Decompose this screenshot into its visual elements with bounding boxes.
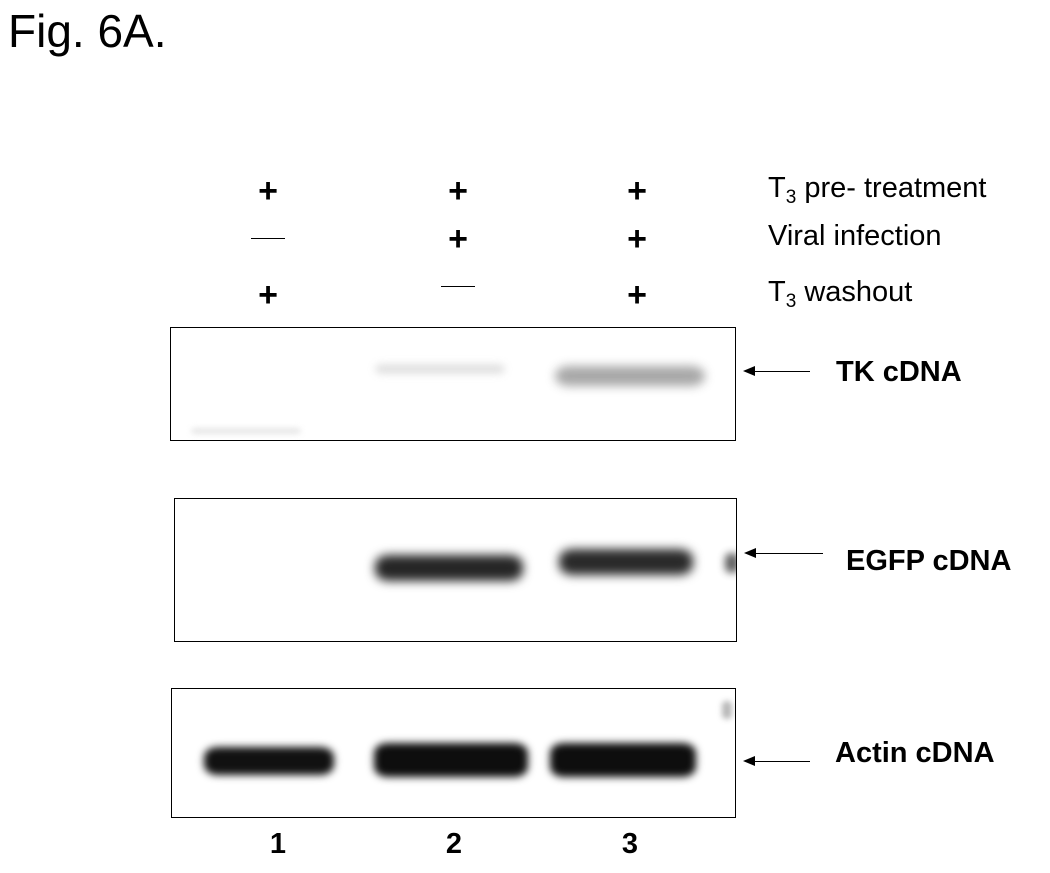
condition-1-lane-2-plus: + bbox=[448, 172, 468, 210]
gel-panel-egfp bbox=[174, 498, 737, 642]
actin-band-lane-3 bbox=[550, 743, 696, 777]
tk-band-lane-3 bbox=[555, 366, 705, 386]
condition-3-lane-1-plus: + bbox=[258, 276, 278, 314]
tk-arrow-line bbox=[752, 371, 810, 372]
egfp-arrow-line bbox=[753, 553, 823, 554]
actin-arrow-line bbox=[752, 761, 810, 762]
condition-3-lane-2-minus bbox=[441, 286, 475, 287]
lane-number-2: 2 bbox=[445, 828, 463, 860]
panel-label-egfp: EGFP cDNA bbox=[846, 545, 1012, 577]
figure-title: Fig. 6A. bbox=[8, 5, 167, 57]
condition-3-lane-3-plus: + bbox=[627, 276, 647, 314]
actin-band-lane-1 bbox=[204, 747, 334, 775]
condition-label-washout: T3 washout bbox=[768, 276, 913, 312]
condition-1-lane-1-plus: + bbox=[258, 172, 278, 210]
egfp-band-lane-2 bbox=[375, 555, 523, 581]
gel-panel-tk bbox=[170, 327, 736, 441]
panel-label-tk: TK cDNA bbox=[836, 356, 962, 388]
actin-edge-artifact bbox=[722, 701, 732, 719]
condition-2-lane-3-plus: + bbox=[627, 220, 647, 258]
lane-number-3: 3 bbox=[621, 828, 639, 860]
gel-panel-actin bbox=[171, 688, 736, 818]
condition-2-lane-1-minus bbox=[251, 238, 285, 239]
tk-band-lane-2 bbox=[375, 364, 505, 374]
lane-number-1: 1 bbox=[269, 828, 287, 860]
condition-label-viral-infection: Viral infection bbox=[768, 220, 942, 252]
condition-label-pretreatment: T3 pre- treatment bbox=[768, 172, 987, 208]
actin-arrow-head-icon bbox=[743, 756, 755, 766]
actin-band-lane-2 bbox=[374, 743, 528, 777]
panel-label-actin: Actin cDNA bbox=[835, 737, 995, 769]
condition-1-lane-3-plus: + bbox=[627, 172, 647, 210]
egfp-edge-artifact bbox=[725, 553, 736, 573]
tk-arrow-head-icon bbox=[743, 366, 755, 376]
tk-smear-lane-1 bbox=[191, 428, 301, 434]
condition-2-lane-2-plus: + bbox=[448, 220, 468, 258]
egfp-band-lane-3 bbox=[559, 549, 693, 575]
egfp-arrow-head-icon bbox=[744, 548, 756, 558]
